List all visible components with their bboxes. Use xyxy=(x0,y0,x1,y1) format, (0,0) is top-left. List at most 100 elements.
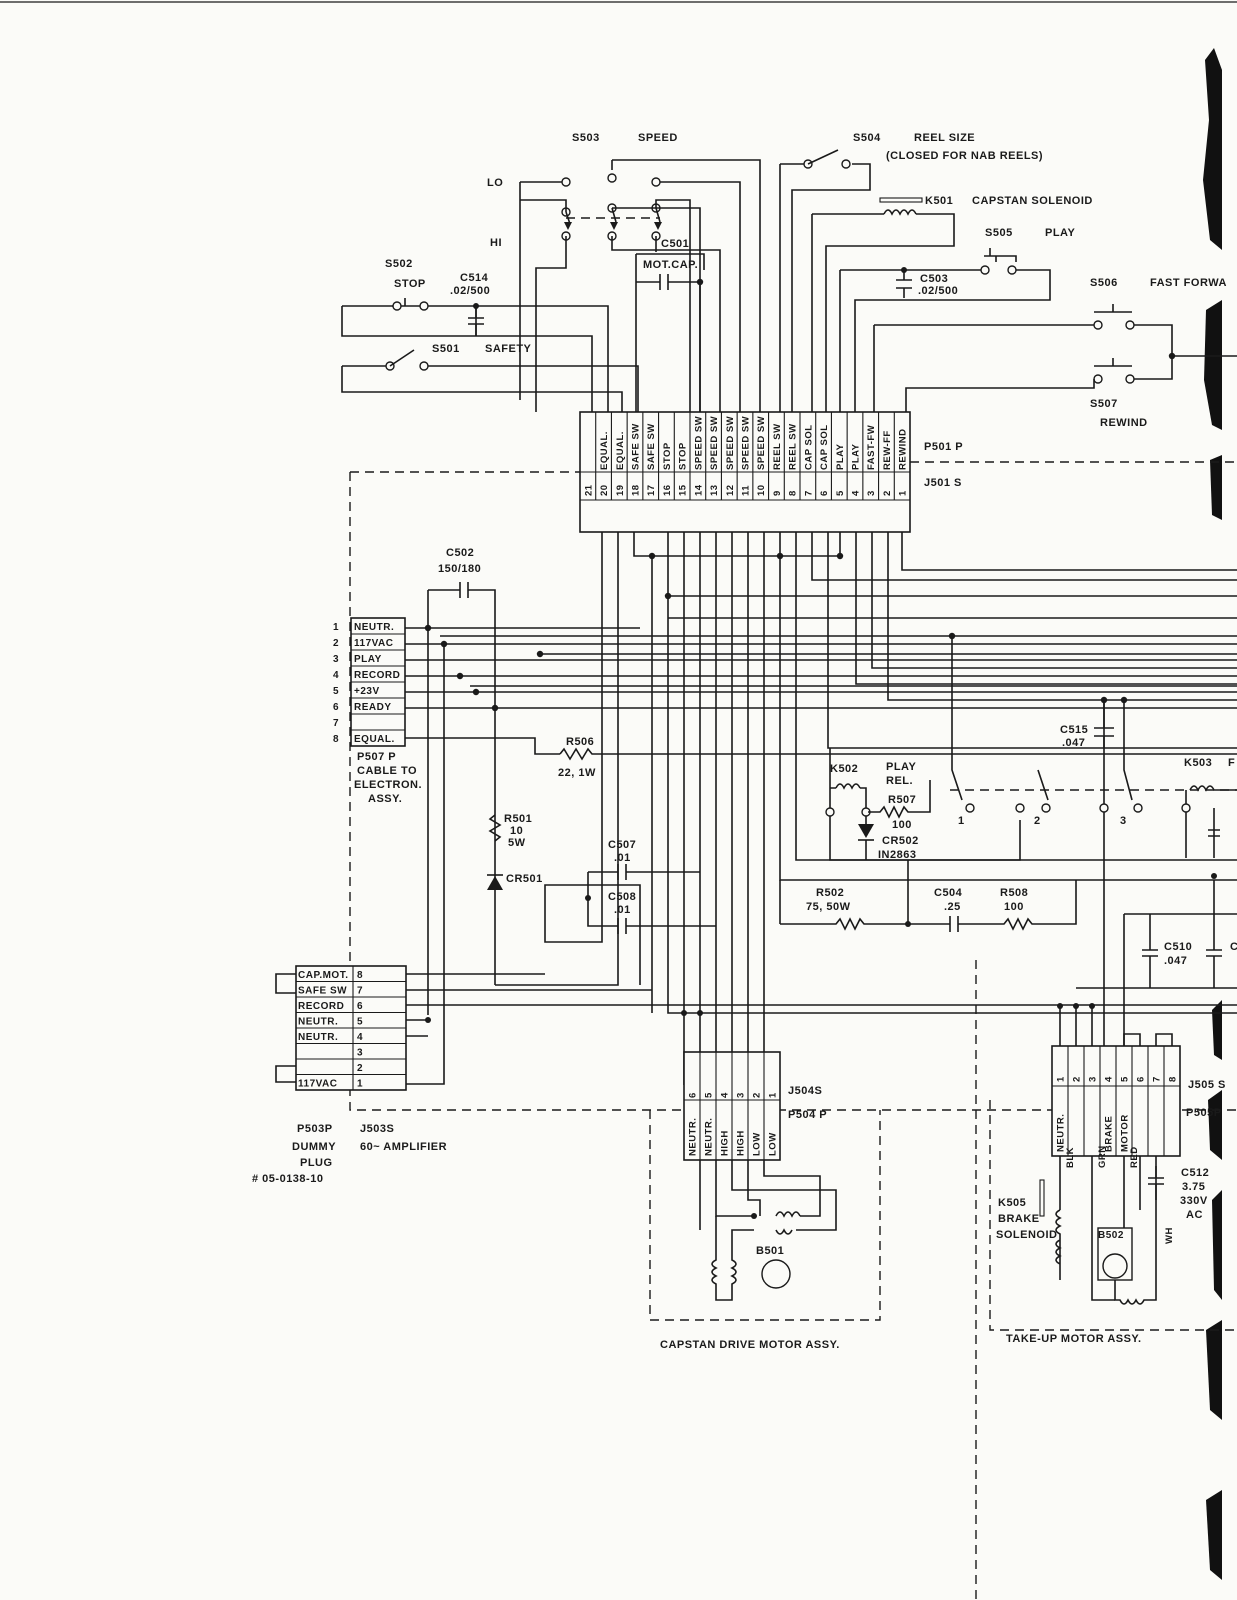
takeup-label: TAKE-UP MOTOR ASSY. xyxy=(1006,1333,1142,1345)
p507-pin-number: 2 xyxy=(333,638,339,649)
p501-pin-number: 20 xyxy=(599,484,610,496)
p507-pin-number: 3 xyxy=(333,654,339,665)
p507p-label: P507 P xyxy=(357,751,396,763)
c515-label: C515 xyxy=(1060,724,1088,736)
p501-pin-label: STOP xyxy=(678,442,689,470)
j505-pin-label: MOTOR xyxy=(1120,1114,1131,1152)
p501-pin-label: REEL SW xyxy=(788,423,799,470)
capstan-motor-wiring xyxy=(681,1010,837,1301)
p501-pin-number: 7 xyxy=(803,490,814,496)
p507-pin-number: 5 xyxy=(333,686,339,697)
play-rel-label-1: PLAY xyxy=(886,761,916,773)
takeup-motor-wiring xyxy=(1039,1003,1173,1305)
r506-value: 22, 1W xyxy=(558,767,596,779)
p501-pin-label: SPEED SW xyxy=(741,416,752,470)
c501-capacitor xyxy=(635,253,705,412)
p501-pin-number: 9 xyxy=(772,490,783,496)
c-partial-label: C xyxy=(1230,941,1237,953)
p501-pin-label: REW-FF xyxy=(882,430,893,470)
p501-pin-number: 21 xyxy=(583,484,594,496)
p507-pin-label: RECORD xyxy=(354,670,400,681)
r502-value: 75, 50W xyxy=(806,901,851,913)
c514-label: C514 xyxy=(460,272,489,284)
p501-pin-label: SPEED SW xyxy=(725,416,736,470)
p501-pin-number: 4 xyxy=(851,490,862,496)
j505-pin-number: 1 xyxy=(1056,1076,1067,1082)
scanned-edge xyxy=(1203,48,1222,1580)
r507-value: 100 xyxy=(892,819,912,831)
p501-pin-number: 15 xyxy=(678,484,689,496)
j504-pin-label: LOW xyxy=(752,1132,763,1156)
p501p-label: P501 P xyxy=(924,441,963,453)
blk-wire-label: BLK xyxy=(1065,1147,1076,1168)
switch-2-label: 2 xyxy=(1034,815,1041,827)
s501-label: S501 xyxy=(432,343,460,355)
p501-pin-label: SAFE SW xyxy=(646,423,657,470)
s505-label: S505 xyxy=(985,227,1013,239)
s502-label: S502 xyxy=(385,258,413,270)
s506-label: S506 xyxy=(1090,277,1118,289)
p501-pin-number: 8 xyxy=(788,490,799,496)
j505-pin-number: 2 xyxy=(1072,1076,1083,1082)
j504-pin-number: 4 xyxy=(720,1092,731,1098)
p507-pin-label: NEUTR. xyxy=(354,622,394,633)
hi-label: HI xyxy=(490,237,502,249)
brake-label: BRAKE xyxy=(998,1213,1040,1225)
p501-pin-label: SPEED SW xyxy=(709,416,720,470)
p501-pin-number: 17 xyxy=(646,484,657,496)
s504-reel-switch xyxy=(779,149,871,412)
j504-pin-label: LOW xyxy=(768,1132,779,1156)
r501-value1: 10 xyxy=(510,825,523,837)
play-rel-label-2: REL. xyxy=(886,775,913,787)
play-label: PLAY xyxy=(1045,227,1075,239)
closed-nab-label: (CLOSED FOR NAB REELS) xyxy=(886,150,1043,162)
p501-pin-number: 5 xyxy=(835,490,846,496)
k501-label: K501 xyxy=(925,195,953,207)
p503-pin-number: 6 xyxy=(357,1001,363,1012)
solenoid-label: SOLENOID xyxy=(996,1229,1057,1241)
p503-pin-label: NEUTR. xyxy=(298,1032,338,1043)
c501-label: C501 xyxy=(661,238,689,250)
p501-pin-number: 6 xyxy=(819,490,830,496)
grn-wire-label: GRN xyxy=(1097,1145,1108,1168)
j504-pin-number: 3 xyxy=(736,1092,747,1098)
c510-capacitor xyxy=(1076,880,1237,1090)
j505-pin-number: 7 xyxy=(1152,1076,1163,1082)
p501-pin-number: 16 xyxy=(662,484,673,496)
p507-pin-number: 8 xyxy=(333,734,339,745)
k502-label: K502 xyxy=(830,763,858,775)
p507-pin-label: PLAY xyxy=(354,654,382,665)
p507-pin-number: 6 xyxy=(333,702,339,713)
p503-pin-number: 5 xyxy=(357,1017,363,1028)
c504-label: C504 xyxy=(934,887,963,899)
p501-pin-label: FAST-FW xyxy=(866,425,877,470)
c512-value-3: AC xyxy=(1186,1209,1203,1221)
c508-label: C508 xyxy=(608,891,636,903)
p501-pin-label: REWIND xyxy=(898,428,909,470)
p501-pin-number: 12 xyxy=(725,484,736,496)
c515-capacitor xyxy=(1094,700,1114,748)
p507-pin-label: EQUAL. xyxy=(354,734,395,745)
j504-pin-number: 5 xyxy=(704,1092,715,1098)
s506-s507-switches xyxy=(873,304,1237,412)
k503-suffix: F xyxy=(1228,757,1235,769)
p501-pin-label: PLAY xyxy=(835,443,846,470)
fast-forward-label: FAST FORWA xyxy=(1150,277,1227,289)
j505-pin-number: 4 xyxy=(1104,1076,1115,1082)
j505-pin-number: 6 xyxy=(1136,1076,1147,1082)
p503-pin-label: CAP.MOT. xyxy=(298,970,349,981)
p503-pin-number: 4 xyxy=(357,1032,363,1043)
c512-value-1: 3.75 xyxy=(1182,1181,1205,1193)
wh-wire-label: WH xyxy=(1164,1227,1175,1244)
part-number: # 05-0138-10 xyxy=(252,1173,323,1185)
mot-cap-label: MOT.CAP. xyxy=(643,259,698,271)
p503-pin-label: 117VAC xyxy=(298,1079,338,1090)
capstan-solenoid-label: CAPSTAN SOLENOID xyxy=(972,195,1093,207)
c515-value: .047 xyxy=(1062,737,1085,749)
p501-pin-label: EQUAL. xyxy=(599,431,610,470)
cable-to-label: CABLE TO xyxy=(357,765,417,777)
k502-relay xyxy=(825,748,1021,861)
